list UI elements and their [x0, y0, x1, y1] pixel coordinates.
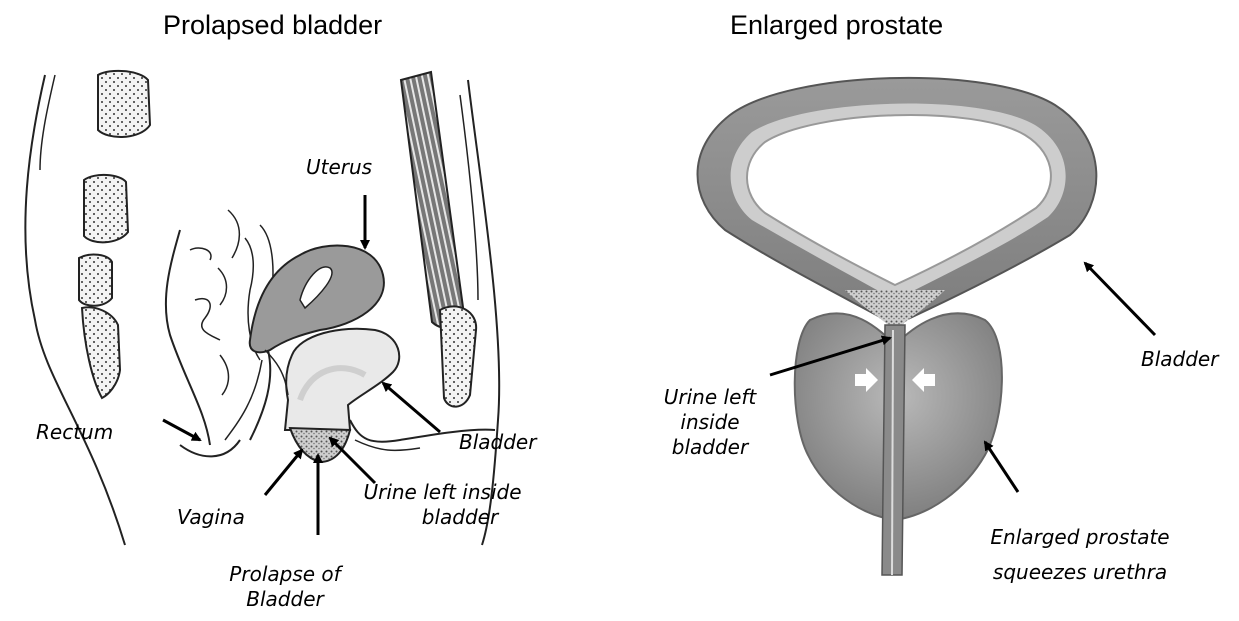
label-right-urine-line2: inside	[650, 410, 770, 435]
label-prostate-line2: squeezes urethra	[965, 560, 1195, 585]
label-right-urine: Urine left inside bladder	[650, 385, 770, 460]
pubic-bone	[401, 72, 476, 407]
label-prolapse-line2: Bladder	[210, 587, 360, 612]
label-left-urine: Urine left inside bladder	[350, 480, 535, 530]
label-prolapse-line1: Prolapse of	[210, 562, 360, 587]
label-prostate: Enlarged prostate squeezes urethra	[965, 525, 1195, 585]
prolapse-pouch	[290, 428, 350, 462]
label-vagina: Vagina	[177, 505, 245, 530]
arrow-prostate	[985, 442, 1018, 492]
prolapsed-bladder-illustration	[25, 71, 499, 545]
arrow-vagina	[265, 450, 302, 495]
label-right-urine-line3: bladder	[650, 435, 770, 460]
left-bladder	[285, 329, 399, 430]
label-uterus: Uterus	[306, 155, 372, 180]
label-prostate-line1: Enlarged prostate	[965, 525, 1195, 550]
label-left-bladder: Bladder	[459, 430, 536, 455]
arrow-left-bladder	[383, 383, 440, 432]
label-right-bladder: Bladder	[1141, 347, 1218, 372]
spine	[79, 71, 150, 398]
arrow-right-bladder	[1085, 263, 1155, 335]
enlarged-prostate-illustration	[698, 78, 1097, 575]
label-prolapse: Prolapse of Bladder	[210, 562, 360, 612]
label-right-urine-line1: Urine left	[650, 385, 770, 410]
label-left-urine-line2: bladder	[350, 505, 535, 530]
arrow-rectum	[163, 420, 200, 440]
label-rectum: Rectum	[36, 420, 113, 445]
label-left-urine-line1: Urine left inside	[350, 480, 535, 505]
